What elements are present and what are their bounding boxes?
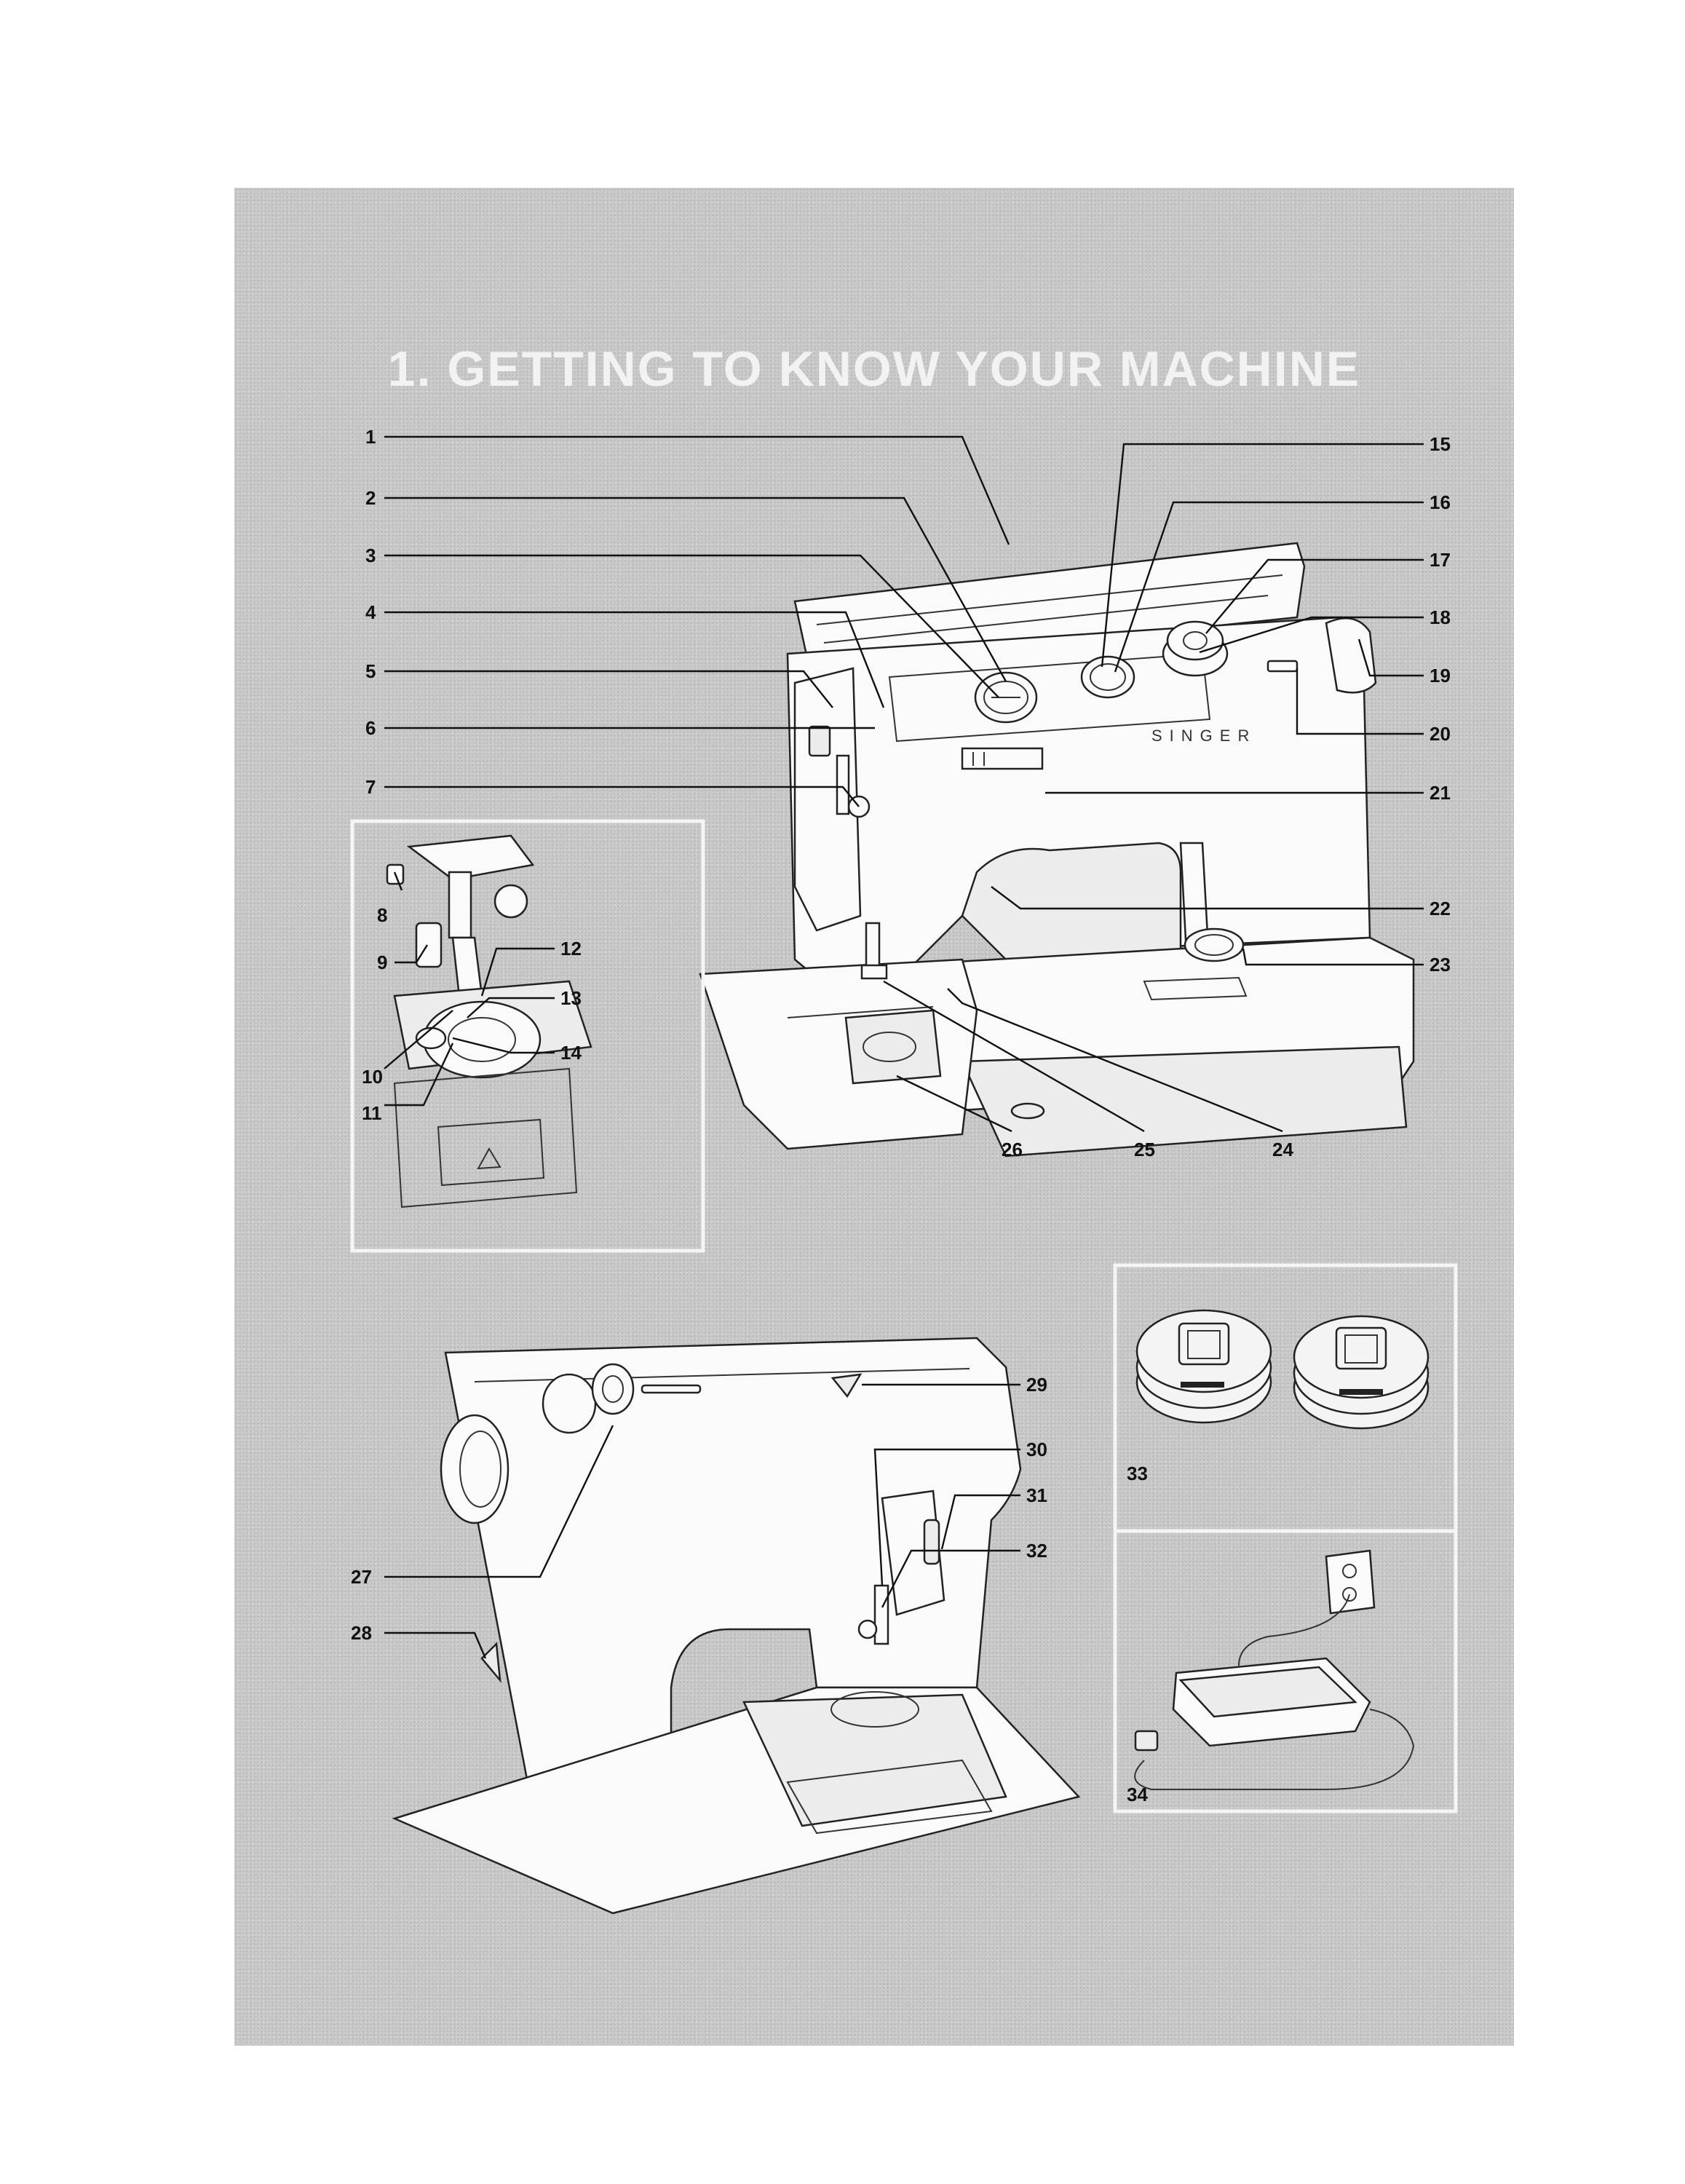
callout-6: 6 <box>365 717 376 739</box>
callout-29: 29 <box>1026 1374 1047 1396</box>
callout-16: 16 <box>1430 491 1451 513</box>
callout-15: 15 <box>1430 433 1451 455</box>
callout-21: 21 <box>1430 782 1451 804</box>
callout-24: 24 <box>1272 1139 1293 1160</box>
page-title: 1. GETTING TO KNOW YOUR MACHINE <box>387 341 1361 397</box>
callout-31: 31 <box>1026 1484 1047 1506</box>
machine-diagram: SINGER <box>350 426 1458 1915</box>
callout-18: 18 <box>1430 606 1451 628</box>
callout-34: 34 <box>1127 1784 1148 1805</box>
foot-controller-inset <box>1134 1549 1415 1790</box>
callout-7: 7 <box>365 776 376 798</box>
callout-20: 20 <box>1430 723 1451 745</box>
cams-inset <box>1113 1263 1458 1813</box>
callout-26: 26 <box>1002 1139 1023 1160</box>
callout-32: 32 <box>1026 1540 1047 1562</box>
callout-17: 17 <box>1430 549 1451 571</box>
fashion-cam-left <box>1135 1309 1272 1424</box>
front-machine-illustration: SINGER <box>699 542 1415 1158</box>
callout-30: 30 <box>1026 1439 1047 1460</box>
illustration-panel: 1. GETTING TO KNOW YOUR MACHINE <box>234 188 1514 2046</box>
needle-area-inset <box>350 819 705 1253</box>
callout-3: 3 <box>365 545 376 566</box>
callout-33: 33 <box>1127 1463 1148 1484</box>
callout-25: 25 <box>1134 1139 1155 1160</box>
callout-5: 5 <box>365 660 376 682</box>
callout-2: 2 <box>365 487 376 509</box>
callout-9: 9 <box>377 951 387 973</box>
callout-numbers: 1 2 3 4 5 6 7 8 9 10 11 12 13 14 15 16 1… <box>351 426 1451 1805</box>
callout-22: 22 <box>1430 898 1451 919</box>
callout-28: 28 <box>351 1622 372 1644</box>
callout-14: 14 <box>560 1042 582 1064</box>
callout-13: 13 <box>560 987 582 1009</box>
callout-12: 12 <box>560 938 582 960</box>
leader-lines <box>384 435 1424 1659</box>
callout-19: 19 <box>1430 665 1451 687</box>
brand-label: SINGER <box>1151 727 1256 745</box>
callout-23: 23 <box>1430 954 1451 976</box>
fashion-cam-right <box>1293 1315 1430 1430</box>
callout-1: 1 <box>365 426 376 448</box>
callout-11: 11 <box>362 1102 382 1124</box>
callout-8: 8 <box>377 904 387 926</box>
callout-10: 10 <box>362 1066 383 1088</box>
callout-4: 4 <box>365 601 376 623</box>
callout-27: 27 <box>351 1566 372 1588</box>
back-machine-illustration <box>392 1337 1081 1915</box>
